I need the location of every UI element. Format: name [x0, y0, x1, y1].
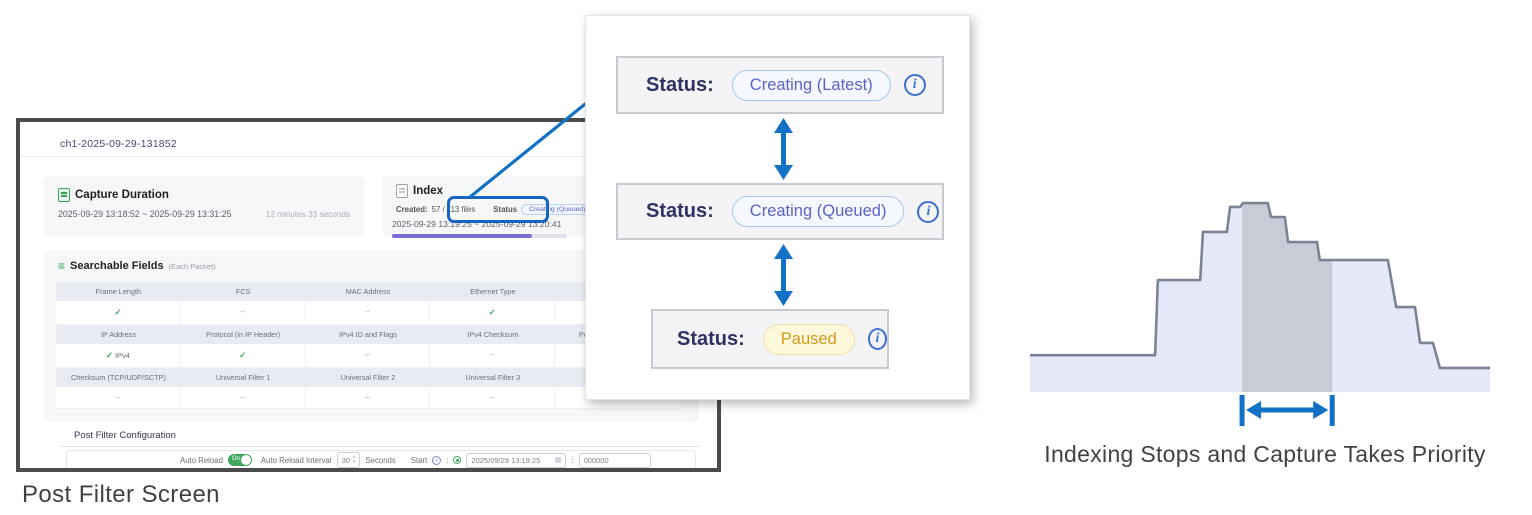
table-header-cell: Protocol (in IP Header): [180, 325, 306, 344]
table-header-cell: Frame Length: [56, 282, 181, 301]
capture-session-title: ch1-2025-09-29-131852: [60, 138, 177, 150]
searchable-fields-subtitle: (Each Packet): [168, 262, 216, 271]
title-divider: [20, 156, 717, 157]
interval-unit-label: Seconds: [365, 455, 396, 465]
chart-annotation: Indexing Stops and Capture Takes Priorit…: [1044, 441, 1486, 467]
status-states-callout: Status: Creating (Latest) i Status: Crea…: [585, 15, 970, 400]
table-header-cell: Universal Filter 2: [305, 368, 431, 387]
status-box-creating-latest: Status: Creating (Latest) i: [616, 56, 944, 114]
table-header-cell: Checksum (TCP/UDP/SCTP): [56, 368, 181, 387]
table-header-cell: IPv4 ID and Flags: [305, 325, 431, 344]
start-microseconds-input[interactable]: 000000: [578, 452, 651, 468]
toggle-knob: [240, 455, 251, 465]
table-header-cell: Ethernet Type: [430, 282, 556, 301]
auto-reload-toggle[interactable]: On: [227, 454, 252, 466]
status-badge-creating-queued: Creating (Queued): [731, 196, 905, 227]
table-value-cell: –: [430, 344, 556, 368]
table-header-cell: Universal Filter 3: [430, 368, 556, 387]
check-icon: ✓: [114, 307, 122, 317]
check-icon: ✓: [239, 350, 247, 360]
check-icon: ✓: [105, 350, 113, 360]
status-box-paused: Status: Paused i: [651, 309, 889, 369]
double-arrow-icon: [774, 244, 793, 306]
traffic-step-chart: [1030, 201, 1490, 426]
capture-duration-range: 2025-09-29 13:18:52 ~ 2025-09-29 13:31:2…: [58, 209, 232, 219]
capture-duration-card: Capture Duration 2025-09-29 13:18:52 ~ 2…: [44, 176, 364, 236]
double-arrow-icon: [774, 118, 793, 180]
info-icon[interactable]: i: [917, 200, 940, 223]
index-progress-bar: [392, 234, 567, 238]
post-filter-heading: Post Filter Configuration: [74, 430, 176, 441]
check-label: IPv4: [114, 351, 130, 360]
index-title: Index: [413, 185, 444, 197]
calendar-icon[interactable]: ▦: [554, 457, 562, 464]
status-highlight-box: [447, 196, 549, 223]
table-value-cell: –: [430, 387, 556, 409]
check-icon: ✓: [488, 307, 496, 317]
table-header-cell: Universal Filter 1: [180, 368, 306, 387]
table-value-cell: ✓: [430, 301, 556, 325]
table-value-cell: ✓: [56, 301, 181, 325]
stepper-arrows-icon[interactable]: ▴▾: [352, 454, 356, 465]
table-value-cell: ✓IPv4: [56, 344, 181, 368]
index-file-icon: [396, 184, 408, 198]
status-badge-paused: Paused: [762, 323, 855, 355]
table-header-cell: IP Address: [56, 325, 181, 344]
start-separator: :: [446, 455, 449, 465]
post-filter-divider: [60, 446, 700, 447]
capture-duration-title: Capture Duration: [75, 189, 169, 201]
start-radio[interactable]: [453, 456, 462, 464]
post-filter-controls: Auto Reload On Auto Reload Interval 30 ▴…: [180, 452, 651, 468]
index-created-value: 57 / 113 files: [431, 205, 476, 214]
boundary-tick: [1329, 395, 1335, 426]
table-value-cell: –: [305, 301, 431, 325]
table-header-cell: MAC Address: [305, 282, 431, 301]
start-info-icon[interactable]: i: [432, 455, 442, 465]
capture-file-icon: [58, 188, 70, 202]
auto-reload-label: Auto Reload: [180, 455, 223, 465]
time-colon: :: [571, 455, 574, 465]
index-created-label: Created:: [396, 205, 428, 214]
capture-duration-length: 12 minutes 33 seconds: [265, 210, 350, 219]
table-header-cell: FCS: [180, 282, 306, 301]
info-icon[interactable]: i: [867, 328, 887, 350]
status-label: Status:: [646, 200, 714, 222]
info-icon[interactable]: i: [903, 74, 926, 96]
start-date-input[interactable]: 2025/09/29 13:19:25 ▦: [466, 452, 567, 468]
table-value-cell: –: [180, 301, 306, 325]
list-icon: ≡: [58, 259, 66, 273]
table-value-cell: –: [56, 387, 181, 409]
boundary-tick: [1239, 395, 1245, 426]
table-value-cell: –: [305, 387, 431, 409]
index-progress-fill: [392, 234, 532, 238]
status-badge-creating-latest: Creating (Latest): [731, 69, 891, 101]
searchable-fields-title: Searchable Fields: [70, 260, 164, 272]
status-label: Status:: [646, 73, 714, 96]
status-box-creating-queued: Status: Creating (Queued) i: [616, 183, 944, 240]
auto-reload-interval-label: Auto Reload Interval: [260, 455, 332, 465]
auto-reload-interval-input[interactable]: 30 ▴▾: [336, 452, 361, 468]
table-header-cell: IPv4 Checksum: [430, 325, 556, 344]
figure-caption: Post Filter Screen: [22, 481, 220, 508]
table-value-cell: –: [305, 344, 431, 368]
index-status-label: Status: [493, 205, 518, 214]
table-value-cell: –: [180, 387, 306, 409]
index-range: 2025-09-29 13:19:25 ~ 2025-09-29 13:20:4…: [392, 219, 562, 229]
table-value-cell: ✓: [180, 344, 306, 368]
status-label: Status:: [677, 327, 745, 350]
start-label: Start: [410, 455, 428, 465]
